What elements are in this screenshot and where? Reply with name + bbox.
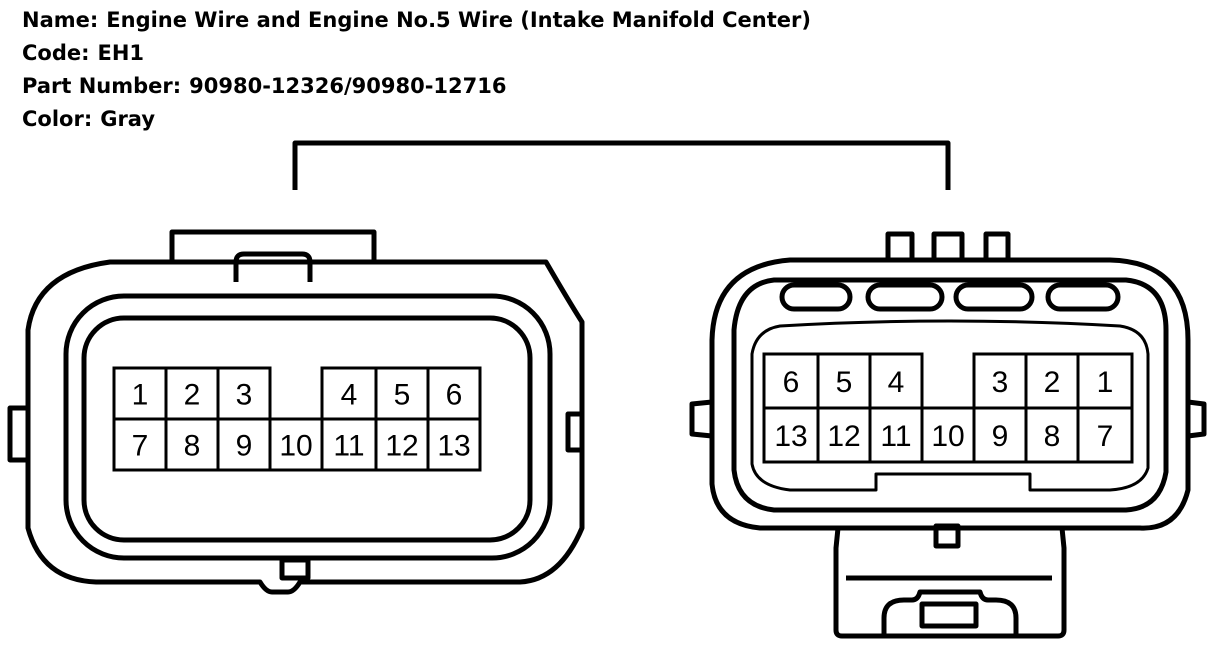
part-number-row: Part Number: 90980-12326/90980-12716 bbox=[22, 70, 811, 103]
pin-number: 2 bbox=[184, 379, 201, 412]
right-connector: 6 5 4 3 2 1 13 12 11 10 9 8 7 bbox=[689, 231, 1207, 639]
pin-number: 2 bbox=[1044, 366, 1061, 399]
right-slot-2 bbox=[865, 282, 945, 312]
right-stem-key bbox=[933, 523, 961, 549]
left-outer-housing bbox=[25, 259, 585, 595]
pin-cell bbox=[320, 417, 378, 472]
pin-number: 3 bbox=[992, 366, 1009, 399]
code-label: Code: bbox=[22, 41, 90, 65]
pin-number: 8 bbox=[184, 430, 201, 463]
right-pin-grid: 6 5 4 3 2 1 13 12 11 10 9 8 7 bbox=[762, 352, 1134, 464]
left-top-latch bbox=[169, 229, 377, 262]
pin-number: 6 bbox=[783, 366, 800, 399]
name-row: Name: Engine Wire and Engine No.5 Wire (I… bbox=[22, 4, 811, 37]
part-number-label: Part Number: bbox=[22, 74, 182, 98]
pin-number: 5 bbox=[836, 366, 853, 399]
pin-number: 9 bbox=[992, 420, 1009, 453]
color-row: Color: Gray bbox=[22, 103, 811, 136]
left-bottom-key bbox=[279, 557, 311, 581]
pin-number: 1 bbox=[1097, 366, 1114, 399]
right-top-tooth-1 bbox=[885, 231, 915, 260]
left-side-tab-left bbox=[7, 405, 28, 463]
color-value: Gray bbox=[100, 107, 156, 131]
pin-cell bbox=[112, 366, 168, 421]
part-number-value: 90980-12326/90980-12716 bbox=[189, 74, 507, 98]
pin-cell bbox=[1076, 352, 1134, 410]
pin-number: 11 bbox=[880, 420, 911, 453]
right-stem-clip bbox=[919, 601, 979, 629]
right-bottom-stem bbox=[833, 527, 1067, 639]
pin-number: 7 bbox=[132, 430, 149, 463]
pin-number: 4 bbox=[888, 366, 905, 399]
pin-number: 13 bbox=[437, 430, 470, 463]
pin-cell bbox=[374, 417, 430, 472]
pin-number: 13 bbox=[774, 420, 807, 453]
pin-number: 8 bbox=[1044, 420, 1061, 453]
pin-cell bbox=[426, 366, 482, 421]
right-inner-rim-1 bbox=[731, 277, 1169, 513]
code-value: EH1 bbox=[97, 41, 145, 65]
pin-number: 4 bbox=[341, 379, 358, 412]
right-slot-3 bbox=[953, 282, 1035, 312]
right-stem-latch bbox=[881, 589, 1019, 634]
pin-number: 3 bbox=[236, 379, 253, 412]
name-label: Name: bbox=[22, 8, 99, 32]
pin-number: 5 bbox=[394, 379, 411, 412]
right-outer-housing bbox=[709, 257, 1191, 531]
pin-cell bbox=[920, 406, 976, 464]
pin-number: 10 bbox=[931, 420, 964, 453]
pin-number: 12 bbox=[385, 430, 418, 463]
pin-cell bbox=[868, 352, 924, 410]
left-side-tab-right bbox=[565, 411, 582, 453]
right-top-tooth-2 bbox=[931, 231, 965, 260]
pin-number: 7 bbox=[1097, 420, 1114, 453]
right-side-tab-left bbox=[689, 399, 713, 439]
name-value: Engine Wire and Engine No.5 Wire (Intake… bbox=[106, 8, 811, 32]
right-side-tab-right bbox=[1187, 399, 1207, 439]
pin-cell bbox=[762, 406, 820, 464]
pin-number: 6 bbox=[446, 379, 463, 412]
color-label: Color: bbox=[22, 107, 93, 131]
pin-cell bbox=[426, 417, 482, 472]
pin-number: 10 bbox=[279, 430, 312, 463]
pin-cell bbox=[1076, 406, 1134, 464]
pin-cell bbox=[1024, 406, 1080, 464]
connector-info: Name: Engine Wire and Engine No.5 Wire (I… bbox=[22, 4, 811, 136]
code-row: Code: EH1 bbox=[22, 37, 811, 70]
pin-number: 11 bbox=[333, 430, 364, 463]
mating-bracket bbox=[292, 140, 951, 190]
right-inner-rim-2 bbox=[750, 319, 1150, 492]
right-slot-4 bbox=[1045, 282, 1121, 312]
right-top-tooth-3 bbox=[983, 231, 1011, 260]
left-latch-tab bbox=[233, 251, 313, 282]
pin-number: 1 bbox=[132, 379, 149, 412]
left-inner-rim-2 bbox=[81, 315, 533, 543]
pin-number: 12 bbox=[827, 420, 860, 453]
left-inner-rim-1 bbox=[63, 293, 553, 561]
pin-number: 9 bbox=[236, 430, 253, 463]
right-slot-1 bbox=[779, 282, 853, 312]
pin-cell bbox=[216, 366, 272, 421]
pin-cell bbox=[164, 417, 220, 472]
